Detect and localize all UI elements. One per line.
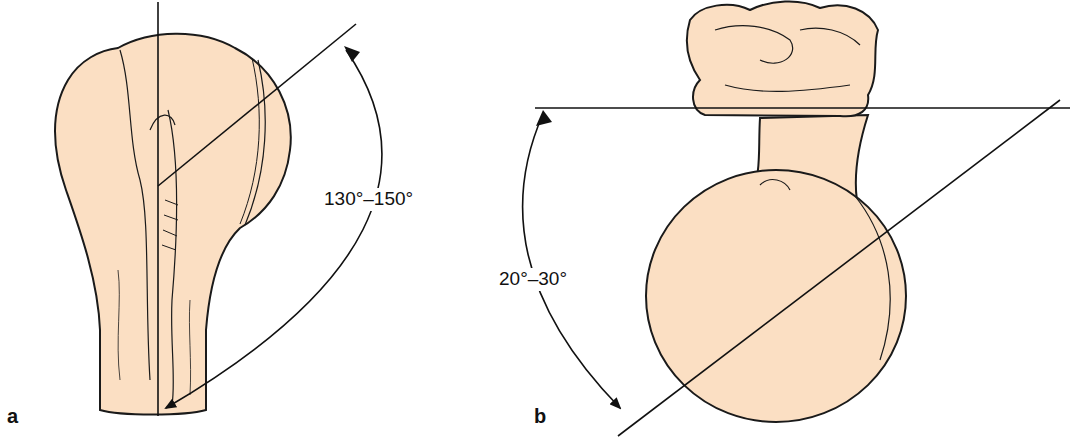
humerus-front-view — [55, 34, 291, 415]
humerus-axial-view — [646, 1, 906, 422]
angle-dimension: 130°–150° — [321, 188, 416, 211]
panel-letter: b — [531, 404, 549, 428]
angle-dimension: 20°–30° — [496, 268, 570, 291]
panel-letter: a — [4, 404, 21, 428]
